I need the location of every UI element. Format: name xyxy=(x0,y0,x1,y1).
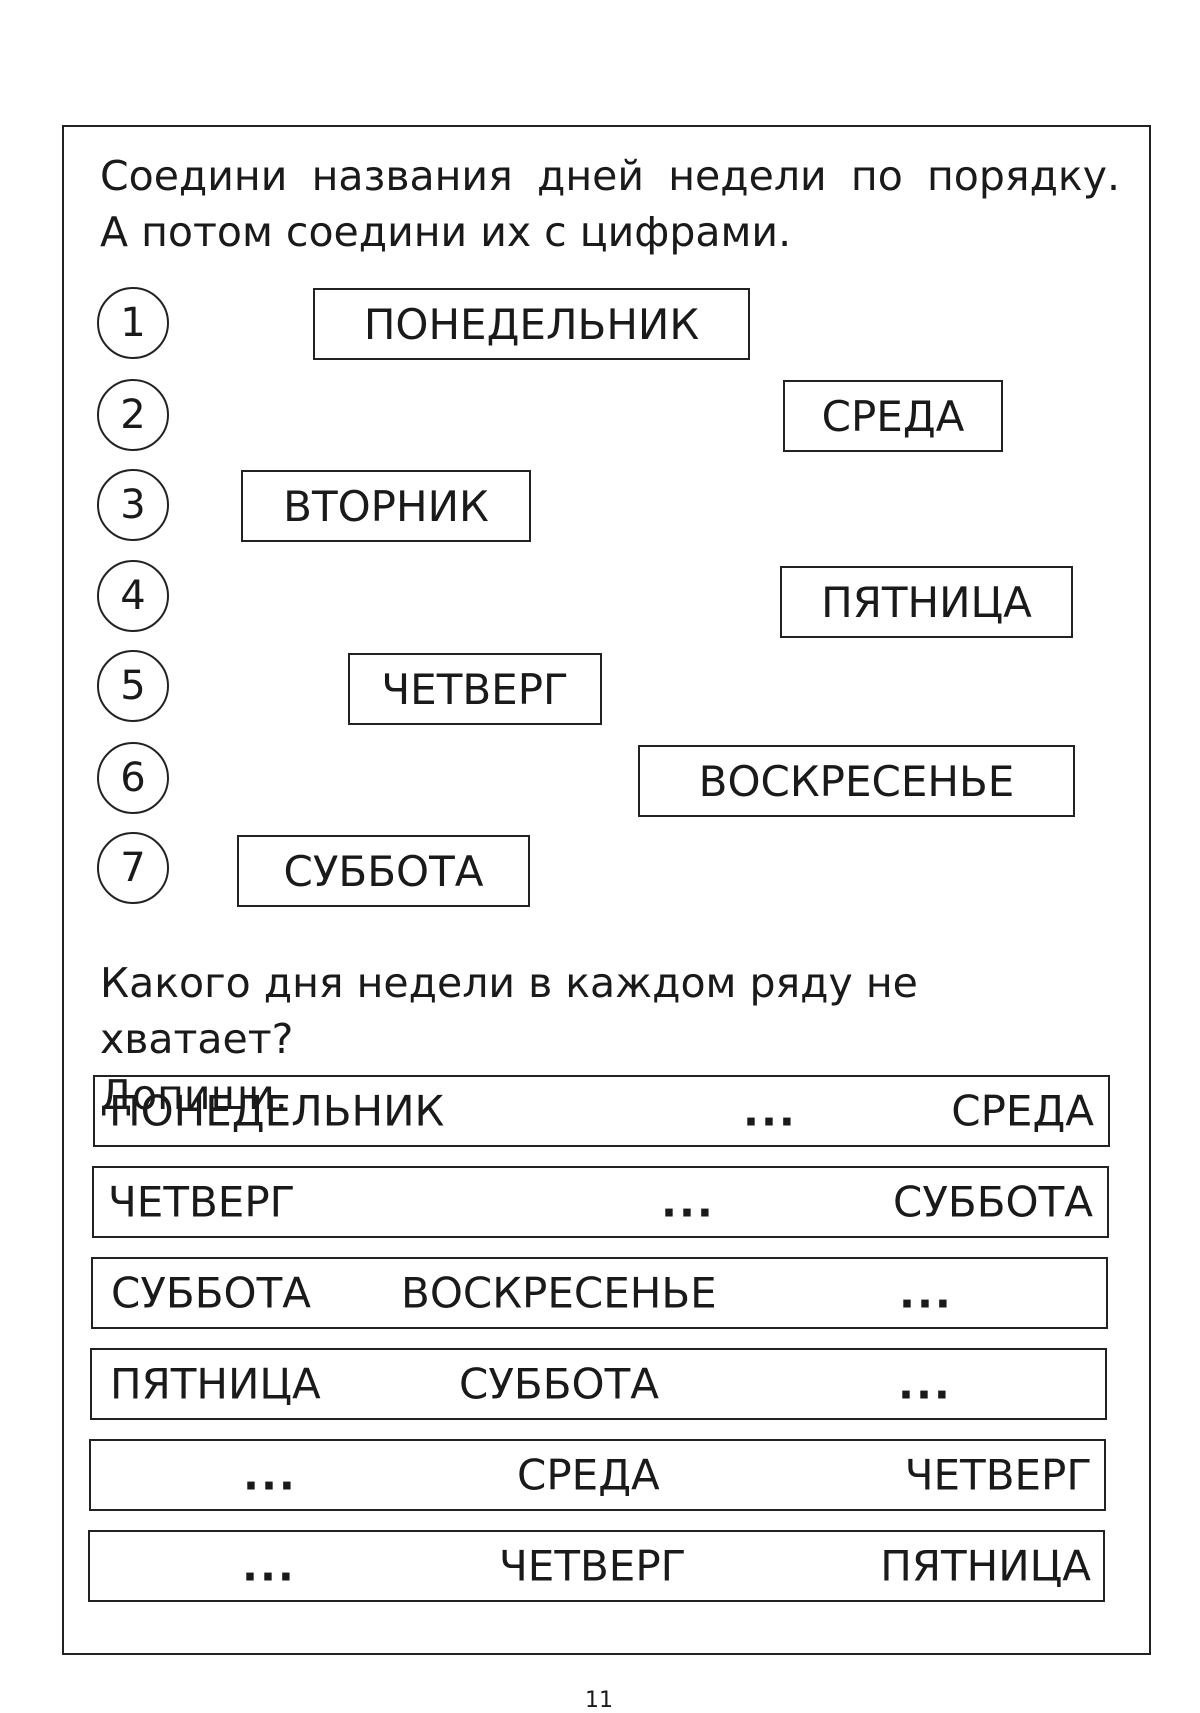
day-box-friday: ПЯТНИЦА xyxy=(780,566,1073,638)
page-number: 11 xyxy=(585,1688,613,1713)
day-box-tuesday: ВТОРНИК xyxy=(241,470,531,542)
missing-day-row-5: ... СРЕДА ЧЕТВЕРГ xyxy=(89,1439,1106,1511)
row-word: СРЕДА xyxy=(517,1450,660,1500)
number-circle-1: 1 xyxy=(97,287,169,359)
row-word: ПЯТНИЦА xyxy=(110,1359,321,1409)
missing-day-row-6: ... ЧЕТВЕРГ ПЯТНИЦА xyxy=(88,1530,1105,1602)
day-box-sunday: ВОСКРЕСЕНЬЕ xyxy=(638,745,1075,817)
number-circle-4: 4 xyxy=(97,560,169,632)
day-box-wednesday: СРЕДА xyxy=(783,380,1003,452)
instruction-line: Какого дня недели в каждом ряду не хвата… xyxy=(100,959,918,1063)
missing-day-row-4: ПЯТНИЦА СУББОТА ... xyxy=(90,1348,1107,1420)
instruction-part2: Какого дня недели в каждом ряду не хвата… xyxy=(100,955,1120,1123)
row-word: ВОСКРЕСЕНЬЕ xyxy=(401,1268,717,1318)
instruction-line: Соедини названия дней недели по порядку. xyxy=(100,152,1120,200)
row-word: ЧЕТВЕРГ xyxy=(108,1177,296,1227)
missing-day-row-2: ЧЕТВЕРГ ... СУББОТА xyxy=(92,1166,1109,1238)
day-box-monday: ПОНЕДЕЛЬНИК xyxy=(313,288,750,360)
blank-ellipsis[interactable]: ... xyxy=(661,1177,715,1227)
row-word: СРЕДА xyxy=(951,1086,1094,1136)
day-box-thursday: ЧЕТВЕРГ xyxy=(348,653,602,725)
instruction-line: А потом соедини их с цифрами. xyxy=(100,208,792,256)
row-word: ЧЕТВЕРГ xyxy=(904,1450,1092,1500)
worksheet-frame xyxy=(62,125,1151,1655)
missing-day-row-1: ПОНЕДЕЛЬНИК ... СРЕДА xyxy=(93,1075,1110,1147)
row-word: СУББОТА xyxy=(459,1359,659,1409)
number-circle-7: 7 xyxy=(97,832,169,904)
blank-ellipsis[interactable]: ... xyxy=(899,1268,953,1318)
blank-ellipsis[interactable]: ... xyxy=(898,1359,952,1409)
row-word: СУББОТА xyxy=(893,1177,1093,1227)
instruction-line: Допиши. xyxy=(100,1071,288,1119)
blank-ellipsis[interactable]: ... xyxy=(243,1450,297,1500)
missing-day-row-3: СУББОТА ВОСКРЕСЕНЬЕ ... xyxy=(91,1257,1108,1329)
number-circle-6: 6 xyxy=(97,742,169,814)
blank-ellipsis[interactable]: ... xyxy=(743,1086,797,1136)
number-circle-3: 3 xyxy=(97,469,169,541)
row-word: ПОНЕДЕЛЬНИК xyxy=(109,1086,445,1136)
number-circle-2: 2 xyxy=(97,379,169,451)
row-word: ЧЕТВЕРГ xyxy=(499,1541,687,1591)
blank-ellipsis[interactable]: ... xyxy=(242,1541,296,1591)
instruction-part1: Соедини названия дней недели по порядку.… xyxy=(100,148,1120,260)
row-word: ПЯТНИЦА xyxy=(880,1541,1091,1591)
row-word: СУББОТА xyxy=(111,1268,311,1318)
number-circle-5: 5 xyxy=(97,650,169,722)
day-box-saturday: СУББОТА xyxy=(237,835,530,907)
